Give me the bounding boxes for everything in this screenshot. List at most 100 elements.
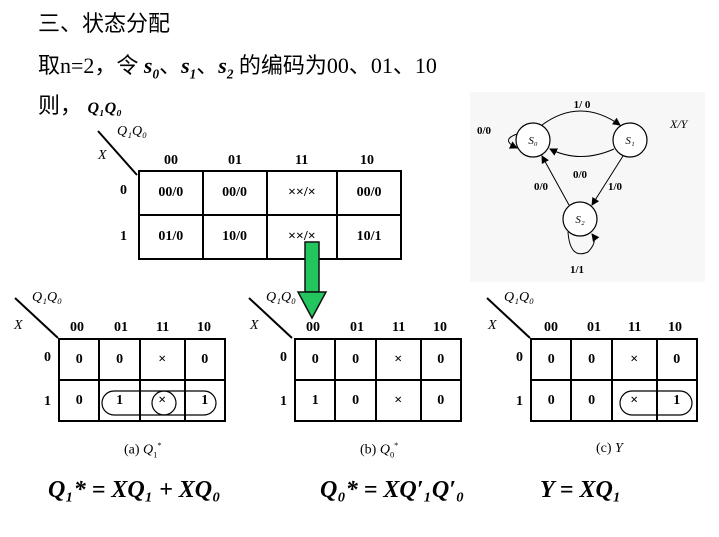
line2-prefix: 取n=2，令 [38, 53, 139, 78]
main-col-header: 01 [228, 153, 242, 168]
edge-label: 1/0 [608, 181, 623, 193]
kmap-cell: 0 [419, 379, 463, 422]
main-corner-left: X [98, 148, 107, 163]
main-corner-top: Q₁Q₀ [117, 124, 147, 139]
edge-s1-s2 [591, 155, 624, 206]
state-s1-node [612, 122, 648, 158]
kmap-cell: × [138, 338, 186, 381]
kmap-cell: 0 [655, 338, 699, 381]
kmap-cell: 0 [98, 338, 141, 381]
state-s2: s2 [218, 53, 234, 82]
kmap-cell: 0 [570, 338, 613, 381]
kmap-a-col-header: 00 [70, 320, 84, 335]
edge-s2-s0 [541, 155, 570, 206]
main-col-header: 00 [164, 153, 178, 168]
equation-y: Y = XQ₁ [540, 477, 622, 503]
kmap-cell: 0 [334, 338, 377, 381]
self-loop-s2 [567, 231, 600, 255]
kmap-cell: 0 [334, 379, 377, 422]
kmap-b-col-header: 10 [433, 320, 447, 335]
state-diagram: S₀ S₁ S₂ 1/ 0 0/0 0/0 0/0 1/0 1/1 X/Y [470, 92, 705, 282]
edge-label: 1/ 0 [574, 99, 591, 111]
edge-label: 0/0 [534, 181, 549, 193]
edge-s0-s1 [541, 110, 621, 126]
line2-tail: 的编码为00、01、10 [238, 53, 437, 78]
edge-s1-s0 [549, 148, 615, 157]
main-col-header: 11 [295, 153, 309, 168]
kmap-cell: 10/0 [201, 214, 268, 260]
kmap-a-corner-left: X [14, 318, 23, 333]
kmap-cell: 0 [57, 379, 101, 422]
kmap-cell: 0 [419, 338, 463, 381]
kmap-cell: × [610, 338, 658, 381]
section-heading: 三、状态分配 [38, 11, 171, 36]
kmap-cell: 01/0 [138, 214, 204, 260]
kmap-b-col-header: 01 [350, 320, 364, 335]
kmap-b-row-header: 0 [280, 350, 287, 365]
state-label: S₂ [575, 214, 585, 226]
equation-q0: Q₀* = XQ′₁Q′₀ [320, 477, 465, 503]
main-kmap-table: 00/0 00/0 ××/× 00/0 01/0 10/0 ××/× 10/1 [138, 170, 402, 260]
kmap-b-col-header: 00 [306, 320, 320, 335]
diagram-legend: X/Y [669, 117, 689, 131]
kmap-c-row-header: 1 [516, 394, 523, 409]
kmap-cell: × [374, 379, 422, 422]
kmap-a-corner-top: Q₁Q₀ [32, 290, 62, 305]
kmap-cell: 10/1 [336, 214, 402, 260]
kmap-b-caption: (b) Q0* [360, 441, 399, 460]
kmap-a-corner-diagonal [14, 297, 59, 339]
kmap-c-col-header: 00 [544, 320, 558, 335]
kmap-cell: 00/0 [138, 170, 204, 216]
kmap-c-col-header: 01 [587, 320, 601, 335]
main-col-header: 10 [360, 153, 374, 168]
line3: 则， Q₁Q₀ [38, 93, 122, 118]
kmap-cell: 1 [293, 379, 337, 422]
kmap-cell: 0 [529, 379, 573, 422]
kmap-cell: 00/0 [336, 170, 402, 216]
kmap-a-row-header: 1 [44, 394, 51, 409]
kmap-b-corner-left: X [250, 318, 259, 333]
state-label: S₀ [528, 135, 538, 147]
state-s0: s0 [143, 53, 160, 82]
kmap-c-row-header: 0 [516, 350, 523, 365]
kmap-cell: 0 [529, 338, 573, 381]
kmap-c-corner-top: Q₁Q₀ [504, 290, 534, 305]
kmap-cell: 00/0 [201, 170, 268, 216]
kmap-a-caption: (a) Q1* [124, 441, 162, 460]
line3-var: Q₁Q₀ [87, 100, 122, 117]
kmap-cell: ××/× [265, 214, 339, 260]
kmap-a-row-header: 0 [44, 350, 51, 365]
kmap-c-caption: (c) Y [596, 441, 623, 456]
kmap-cell: 0 [57, 338, 101, 381]
equation-q1: Q₁* = XQ₁ + XQ₀ [48, 477, 221, 503]
kmap-b-corner-top: Q₁Q₀ [266, 290, 296, 305]
kmap-c-corner-left: X [488, 318, 497, 333]
kmap-cell: 0 [293, 338, 337, 381]
kmap-b-corner-diagonal [248, 297, 293, 339]
state-assignment-line: 取n=2，令 s0、s1、s2 的编码为00、01、10 [38, 53, 437, 82]
main-row-header: 0 [120, 183, 127, 198]
kmap-a-col-header: 01 [114, 320, 128, 335]
kmap-cell: 0 [570, 379, 613, 422]
kmap-cell: 0 [183, 338, 227, 381]
state-s1: s1 [181, 53, 197, 82]
kmap-b-col-header: 11 [392, 320, 406, 335]
state-label: S₁ [625, 135, 635, 147]
kmap-c-corner-diagonal [486, 297, 531, 339]
kmap-cell: ××/× [265, 170, 339, 216]
edge-label: 0/0 [573, 169, 588, 181]
kmap-a-col-header: 11 [156, 320, 170, 335]
main-corner-diagonal [97, 130, 138, 176]
kmap-a-col-header: 10 [197, 320, 211, 335]
kmap-a-groupings [101, 390, 217, 416]
kmap-c-col-header: 10 [668, 320, 682, 335]
state-s2-node [562, 201, 598, 237]
edge-label: 1/1 [570, 264, 584, 276]
kmap-c-groupings [619, 390, 693, 416]
kmap-c-col-header: 11 [628, 320, 642, 335]
state-s0-node [515, 122, 551, 158]
kmap-cell: × [374, 338, 422, 381]
self-loop-s0 [508, 133, 518, 149]
main-row-header: 1 [120, 229, 127, 244]
edge-label: 0/0 [477, 125, 492, 137]
